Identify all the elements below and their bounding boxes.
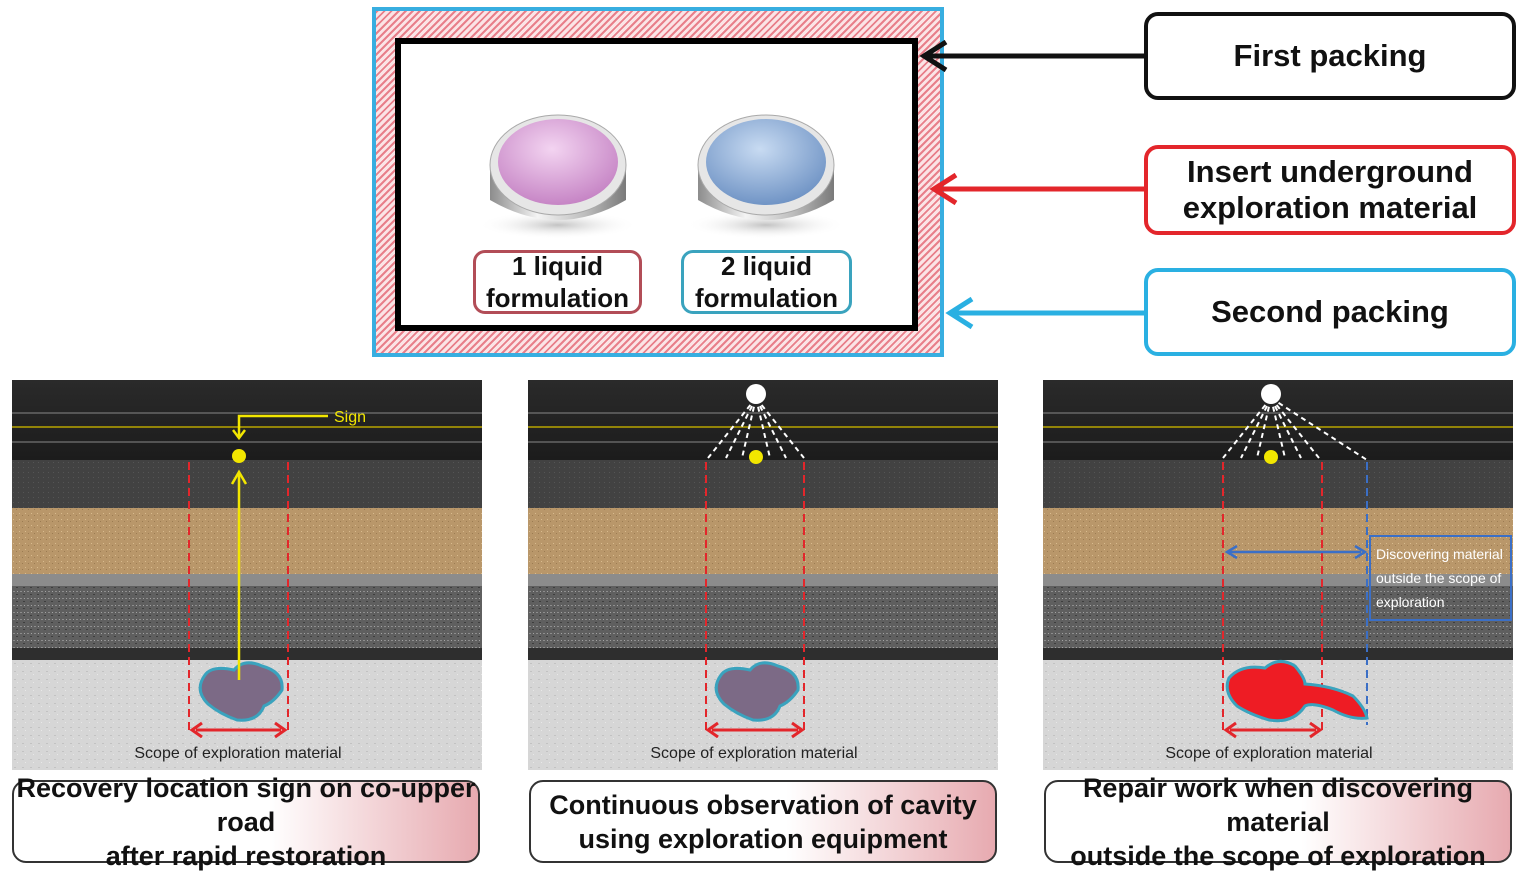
formulation-2-label: 2 liquid formulation bbox=[681, 250, 852, 314]
repair-material-shape bbox=[1225, 660, 1369, 723]
outside-note-line-2: outside the scope of bbox=[1376, 570, 1501, 586]
insert-material-callout: Insert underground exploration material bbox=[1144, 145, 1516, 235]
caption-observation: Continuous observation of cavity using e… bbox=[529, 780, 997, 863]
panel-observation: Scope of exploration material bbox=[528, 380, 998, 770]
insert-material-arrow bbox=[929, 172, 1144, 206]
first-packing-arrow bbox=[919, 39, 1144, 73]
scan-beams bbox=[707, 397, 805, 459]
cavity-shape bbox=[198, 661, 284, 722]
outside-scope-note-box bbox=[1369, 535, 1512, 621]
caption-repair-work: Repair work when discovering material ou… bbox=[1044, 773, 1512, 871]
sign-label: Sign bbox=[334, 409, 366, 426]
scope-label: Scope of exploration material bbox=[134, 745, 341, 762]
sign-marker bbox=[1264, 450, 1278, 464]
scope-label: Scope of exploration material bbox=[1165, 745, 1372, 762]
sign-marker bbox=[232, 449, 246, 463]
scope-label: Scope of exploration material bbox=[650, 745, 857, 762]
panel-recovery-sign: Scope of exploration material Sign bbox=[12, 380, 482, 770]
caption-recovery-sign: Recovery location sign on co-upper road … bbox=[12, 773, 480, 871]
scan-beams bbox=[1222, 397, 1368, 461]
outside-note-line-1: Discovering material bbox=[1376, 546, 1503, 562]
first-packing-callout: First packing bbox=[1144, 12, 1516, 100]
exploration-equipment-icon bbox=[746, 384, 766, 404]
packaging-art bbox=[478, 39, 1144, 330]
cavity-shape bbox=[714, 661, 800, 722]
formulation-1-label: 1 liquid formulation bbox=[473, 250, 642, 314]
pink-dish bbox=[478, 114, 638, 239]
blue-dish bbox=[686, 114, 846, 239]
sign-marker bbox=[749, 450, 763, 464]
second-packing-arrow bbox=[945, 296, 1144, 330]
panel-repair-work: Discovering material outside the scope o… bbox=[1043, 380, 1513, 770]
second-packing-callout: Second packing bbox=[1144, 268, 1516, 356]
outside-note-line-3: exploration bbox=[1376, 594, 1445, 610]
exploration-equipment-icon bbox=[1261, 384, 1281, 404]
